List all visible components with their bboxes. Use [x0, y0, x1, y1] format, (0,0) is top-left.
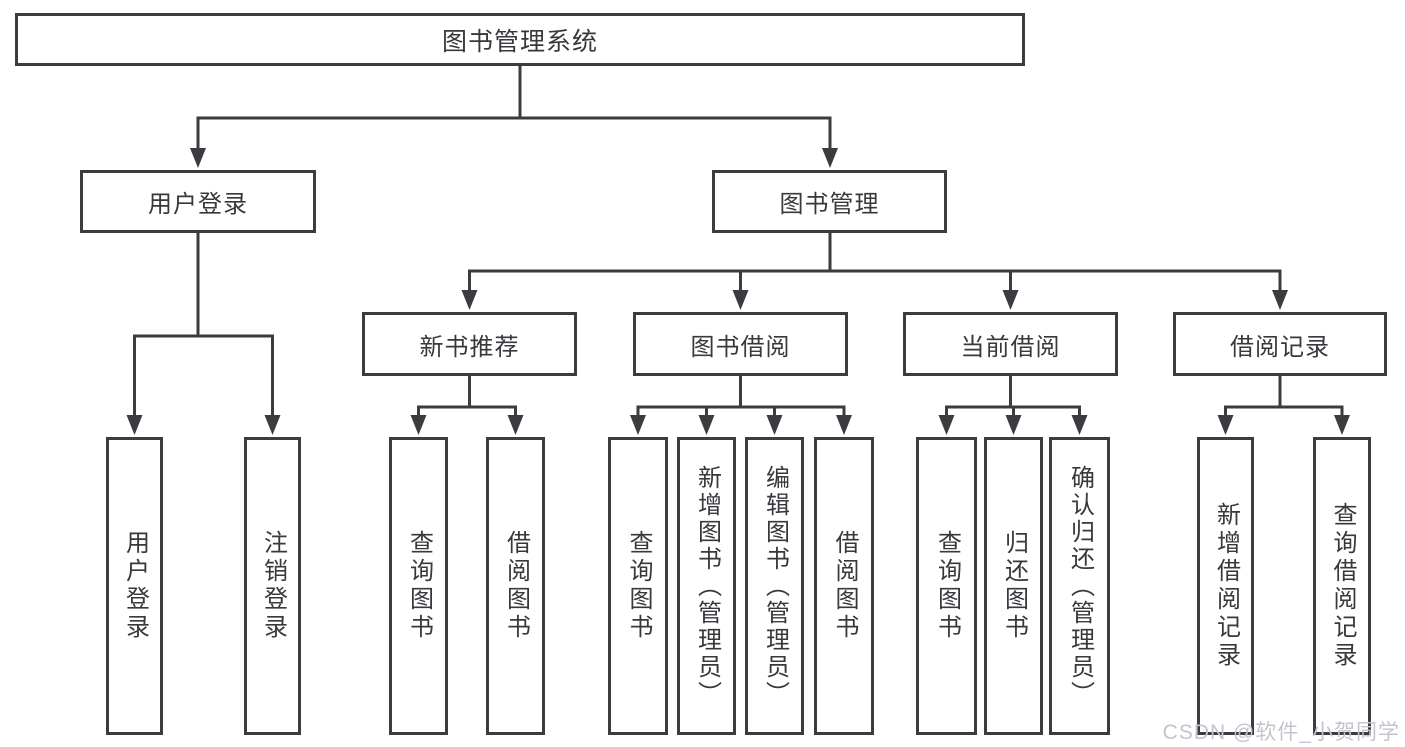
leaf-borrow-query-book-label: 查询图书 [625, 530, 652, 642]
leaf-return-book: 归还图书 [984, 437, 1043, 735]
leaf-recommend-query-book-label: 查询图书 [405, 530, 433, 642]
node-root-label: 图书管理系统 [441, 27, 598, 56]
node-current-borrow: 当前借阅 [903, 312, 1118, 376]
leaf-add-book-admin: 新增图书（管理员） [677, 437, 736, 735]
node-user-login-label: 用户登录 [148, 191, 248, 218]
leaf-borrow-book: 借阅图书 [814, 437, 874, 735]
node-book-borrow-label: 图书借阅 [690, 333, 791, 361]
leaf-edit-book-admin: 编辑图书（管理员） [745, 437, 804, 735]
node-book-borrow: 图书借阅 [633, 312, 848, 376]
leaf-current-query-book-label: 查询图书 [933, 530, 961, 642]
leaf-query-borrow-record-label: 查询借阅记录 [1329, 502, 1356, 670]
node-root: 图书管理系统 [15, 13, 1025, 66]
leaf-user-login: 用户登录 [106, 437, 163, 735]
node-new-book-recommend-label: 新书推荐 [419, 333, 520, 361]
leaf-user-login-label: 用户登录 [121, 530, 149, 642]
leaf-logout-label: 注销登录 [259, 530, 287, 642]
node-borrow-record-label: 借阅记录 [1230, 333, 1330, 361]
leaf-add-borrow-record: 新增借阅记录 [1197, 437, 1254, 735]
watermark: CSDN @软件_小贺同学 [1162, 721, 1400, 744]
leaf-recommend-borrow-book-label: 借阅图书 [502, 530, 530, 642]
node-book-management-label: 图书管理 [779, 191, 880, 218]
leaf-query-borrow-record: 查询借阅记录 [1313, 437, 1371, 735]
leaf-return-book-label: 归还图书 [1000, 530, 1028, 642]
node-book-management: 图书管理 [712, 170, 947, 233]
leaf-recommend-borrow-book: 借阅图书 [486, 437, 545, 735]
node-borrow-record: 借阅记录 [1173, 312, 1387, 376]
leaf-logout: 注销登录 [244, 437, 301, 735]
leaf-current-query-book: 查询图书 [916, 437, 977, 735]
leaf-recommend-query-book: 查询图书 [389, 437, 448, 735]
leaf-add-book-admin-label: 新增图书（管理员） [693, 464, 721, 708]
leaf-add-borrow-record-label: 新增借阅记录 [1212, 502, 1240, 670]
leaf-edit-book-admin-label: 编辑图书（管理员） [761, 464, 789, 708]
leaf-borrow-book-label: 借阅图书 [831, 530, 858, 642]
node-user-login: 用户登录 [80, 170, 316, 233]
leaf-confirm-return-admin: 确认归还（管理员） [1049, 437, 1110, 735]
leaf-confirm-return-admin-label: 确认归还（管理员） [1066, 464, 1094, 708]
node-current-borrow-label: 当前借阅 [960, 333, 1061, 361]
node-new-book-recommend: 新书推荐 [362, 312, 577, 376]
leaf-borrow-query-book: 查询图书 [608, 437, 668, 735]
